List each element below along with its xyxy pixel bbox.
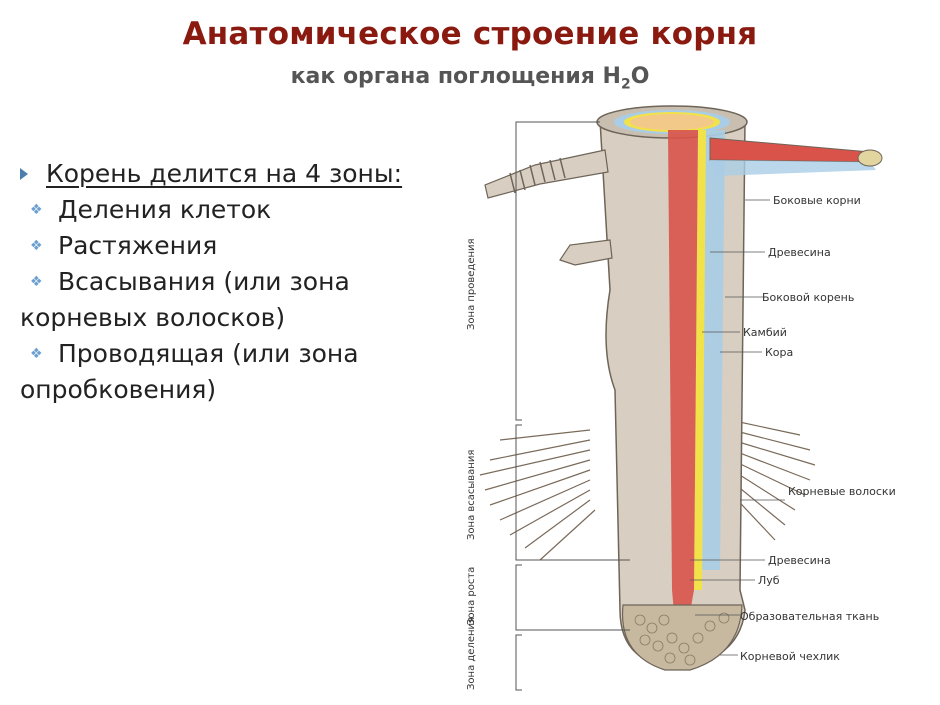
zone-label-absorption: Зона всасывания: [466, 450, 477, 540]
root-cap-cells: [634, 612, 730, 666]
list-item-text: Всасывания (или зона корневых волосков): [20, 267, 350, 332]
label-phloem: Луб: [758, 574, 780, 587]
diagram-labels: Боковые корни Древесина Боковой корень К…: [740, 194, 896, 663]
lateral-root-left-top: [484, 149, 609, 199]
page-subtitle: как органа поглощения H2O: [0, 64, 940, 92]
lateral-root-tip: [857, 149, 883, 167]
triangle-bullet-icon: [20, 168, 28, 180]
list-item: ❖ Растяжения: [20, 228, 440, 264]
lateral-root-left-mid: [559, 239, 613, 266]
zone-label-conducting: Зона проведения: [466, 238, 477, 330]
root-structure-diagram: Зона проведения Зона всасывания Зона рос…: [466, 105, 896, 691]
label-root-hairs-text: Корневые волоски: [788, 485, 896, 498]
list-item-text: Деления клеток: [58, 195, 272, 224]
subtitle-tail: O: [630, 64, 650, 89]
label-root-cap: Корневой чехлик: [740, 650, 840, 663]
label-wood-bottom: Древесина: [768, 554, 831, 567]
xylem-core: [630, 114, 714, 130]
leader-lines: [690, 199, 785, 656]
main-bullet: Корень делится на 4 зоны:: [20, 156, 440, 192]
list-item-text: Проводящая (или зона опробковения): [20, 339, 359, 404]
list-item-text: Растяжения: [58, 231, 218, 260]
zone-label-growth: Зона роста: [466, 567, 477, 625]
subtitle-subscript: 2: [620, 76, 631, 93]
lateral-root-hairs: [509, 157, 566, 194]
zone-labels: Зона проведения Зона всасывания Зона рос…: [466, 238, 477, 690]
label-root-hairs: Корневые волоски: [788, 485, 896, 498]
diamond-bullet-icon: ❖: [30, 274, 43, 290]
root-hairs: [479, 419, 816, 561]
diamond-bullet-icon: ❖: [30, 346, 43, 362]
list-item: ❖ Проводящая (или зона опробковения): [20, 336, 440, 408]
label-cambium: Камбий: [743, 326, 787, 339]
diamond-bullet-icon: ❖: [30, 238, 43, 254]
label-lateral-roots: Боковые корни: [773, 194, 861, 207]
label-cortex: Кора: [765, 346, 793, 359]
bullet-list: Корень делится на 4 зоны: ❖ Деления клет…: [20, 156, 440, 408]
label-wood-top: Древесина: [768, 246, 831, 259]
label-meristem: Образовательная ткань: [740, 610, 879, 623]
page-title: Анатомическое строение корня: [182, 16, 758, 52]
list-item: ❖ Всасывания (или зона корневых волосков…: [20, 264, 440, 336]
zone-brackets: [515, 121, 630, 691]
zone-label-division: Зона деления: [466, 617, 477, 690]
main-bullet-text: Корень делится на 4 зоны:: [46, 159, 403, 188]
list-item: ❖ Деления клеток: [20, 192, 440, 228]
xylem-band: [668, 130, 698, 635]
lateral-root-cortex: [710, 160, 876, 176]
label-lateral-root: Боковой корень: [762, 291, 854, 304]
subtitle-text: как органа поглощения H: [290, 64, 621, 89]
lateral-root-right: [709, 137, 882, 163]
diamond-bullet-icon: ❖: [30, 202, 43, 218]
